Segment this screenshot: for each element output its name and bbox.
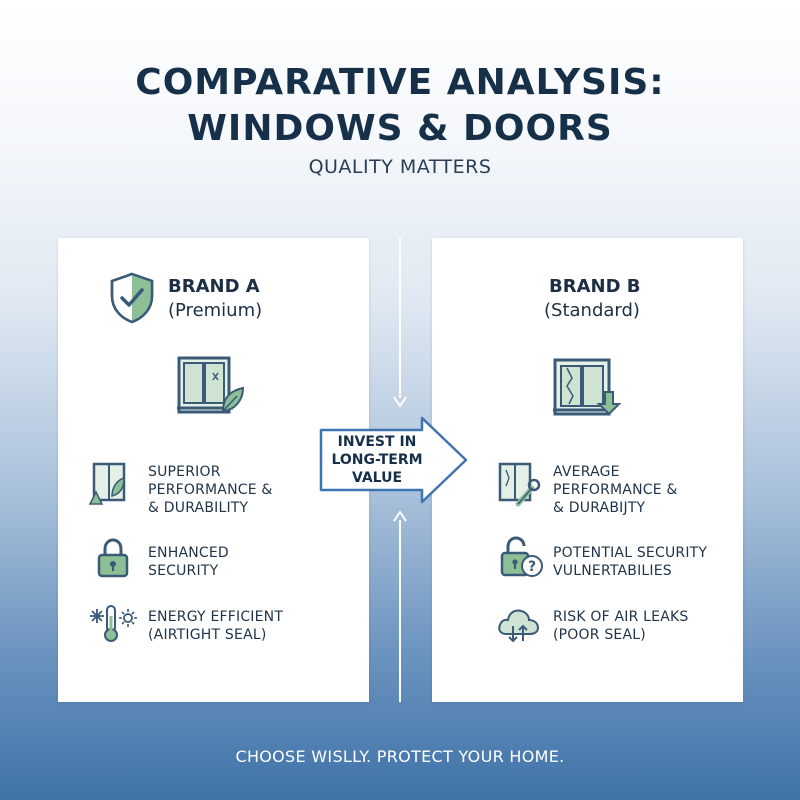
invest-arrow-callout: INVEST IN LONG-TERM VALUE bbox=[318, 415, 470, 505]
arrow-callout-text: INVEST IN LONG-TERM VALUE bbox=[331, 434, 423, 486]
page-title: COMPARATIVE ANALYSIS: WINDOWS & DOORS bbox=[0, 60, 800, 152]
brand-a-feature-energy: ENERGY EFFICIENT (AIRTIGHT SEAL) bbox=[148, 609, 284, 643]
window-wrench-icon bbox=[498, 462, 541, 507]
brand-a-name: BRAND A bbox=[168, 276, 260, 297]
window-leaf-icon bbox=[88, 462, 126, 505]
title-line-1: COMPARATIVE ANALYSIS: bbox=[135, 62, 665, 103]
brand-b-card: BRAND B (Standard) AVERAGE PERFORMANCE &… bbox=[432, 238, 743, 702]
brand-b-feature-performance: AVERAGE PERFORMANCE & & DURABIJTY bbox=[553, 464, 678, 516]
brand-a-feature-security: ENHANCED SECURITY bbox=[148, 545, 229, 579]
arrow-up-icon bbox=[393, 510, 407, 522]
thermometer-snowflake-icon bbox=[90, 605, 137, 642]
brand-a-card: BRAND A (Premium) SUPERIOR PERFORMANCE &… bbox=[58, 238, 369, 702]
brand-b-feature-security: POTENTIAL SECURITY VULNERTABILIES bbox=[553, 545, 708, 579]
padlock-closed-icon bbox=[97, 538, 129, 578]
title-line-2: WINDOWS & DOORS bbox=[187, 108, 613, 149]
svg-text:?: ? bbox=[528, 559, 536, 575]
divider-bottom bbox=[399, 520, 401, 702]
right-arrow-icon bbox=[319, 416, 468, 504]
brand-a-tier: (Premium) bbox=[168, 300, 263, 321]
page-subtitle: QUALITY MATTERS bbox=[308, 156, 492, 178]
cracked-window-down-icon bbox=[553, 358, 622, 416]
brand-b-feature-air-leaks: RISK OF AIR LEAKS (POOR SEAL) bbox=[553, 609, 689, 643]
brand-b-tier: (Standard) bbox=[544, 300, 640, 321]
shield-check-icon bbox=[110, 272, 154, 324]
padlock-open-question-icon: ? bbox=[500, 536, 543, 577]
arrow-down-icon bbox=[393, 396, 407, 408]
footer-tagline: CHOOSE WISLLY. PROTECT YOUR HOME. bbox=[235, 747, 565, 766]
window-leaf-icon bbox=[177, 356, 245, 414]
brand-b-name: BRAND B bbox=[549, 276, 641, 297]
brand-a-feature-performance: SUPERIOR PERFORMANCE & & DURABILITY bbox=[148, 464, 273, 516]
cloud-arrows-icon bbox=[498, 609, 540, 643]
divider-top bbox=[399, 238, 401, 398]
